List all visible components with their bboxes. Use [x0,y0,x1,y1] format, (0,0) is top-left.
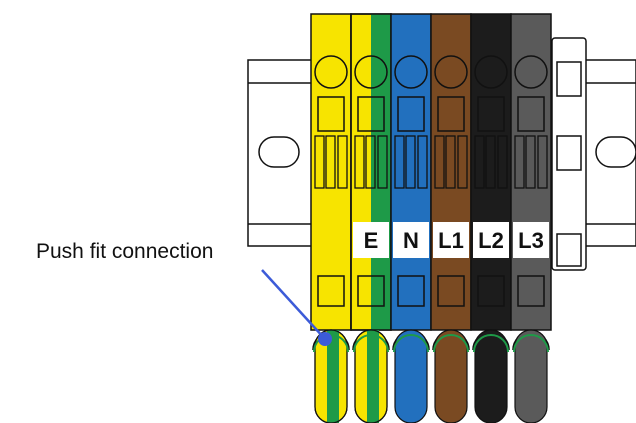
wire-yellow [313,329,349,423]
slot [394,135,405,189]
slot [497,135,508,189]
end-stop [551,37,587,271]
label-plate [473,222,509,258]
terminal-neutral: N [390,13,432,351]
label-plate [513,222,549,258]
terminal-window [517,96,545,132]
pointer-dot [318,332,332,346]
terminal-body [390,13,432,331]
slot [337,135,348,189]
wire-l3 [513,329,549,423]
screw-icon [354,55,388,89]
terminal-window [397,96,425,132]
terminal-l1: L1 [430,13,472,351]
terminal-body [470,13,512,331]
terminal-window [517,275,545,307]
screw-icon [434,55,468,89]
terminal-window [397,275,425,307]
slot [325,135,336,189]
wire-neutral [393,329,429,423]
terminal-window [317,275,345,307]
slot [514,135,525,189]
slot [405,135,416,189]
rail-slot-right [595,136,636,168]
slot [365,135,376,189]
terminal-label-l1: L1 [438,228,464,253]
terminal-window [357,96,385,132]
terminal-label-l3: L3 [518,228,544,253]
screw-icon [314,55,348,89]
slot [434,135,445,189]
slot [474,135,485,189]
screw-icon [394,55,428,89]
terminal-body [430,13,472,331]
terminal-window [357,275,385,307]
terminal-l3: L3 [510,13,552,351]
terminal-earth: E [350,13,392,351]
slot [354,135,365,189]
wire-group [313,329,549,423]
terminal-window [477,96,505,132]
wire-earth [353,329,389,423]
slot [445,135,456,189]
terminal-l2: L2 [470,13,512,351]
terminal-body [310,13,352,331]
callout-pointer [261,269,332,346]
rail-slot-left [258,136,300,168]
slot [485,135,496,189]
terminal-label-l2: L2 [478,228,504,253]
slot [537,135,548,189]
slot [417,135,428,189]
slot [377,135,388,189]
screw-icon [474,55,508,89]
slot [457,135,468,189]
earth-stripe [371,14,391,330]
terminal-window [477,275,505,307]
wire-l1 [433,329,469,423]
terminal-window [317,96,345,132]
terminal-window [437,96,465,132]
terminal-yellow [310,13,352,351]
callout-label: Push fit connection [36,240,214,263]
wire-l2 [473,329,509,423]
screw-icon [514,55,548,89]
terminal-label-neutral: N [403,228,419,253]
terminal-body [510,13,552,331]
slot [525,135,536,189]
terminal-window [437,275,465,307]
label-plate [353,222,389,258]
label-plate [393,222,429,258]
terminal-label-earth: E [364,228,379,253]
slot [314,135,325,189]
label-plate [433,222,469,258]
